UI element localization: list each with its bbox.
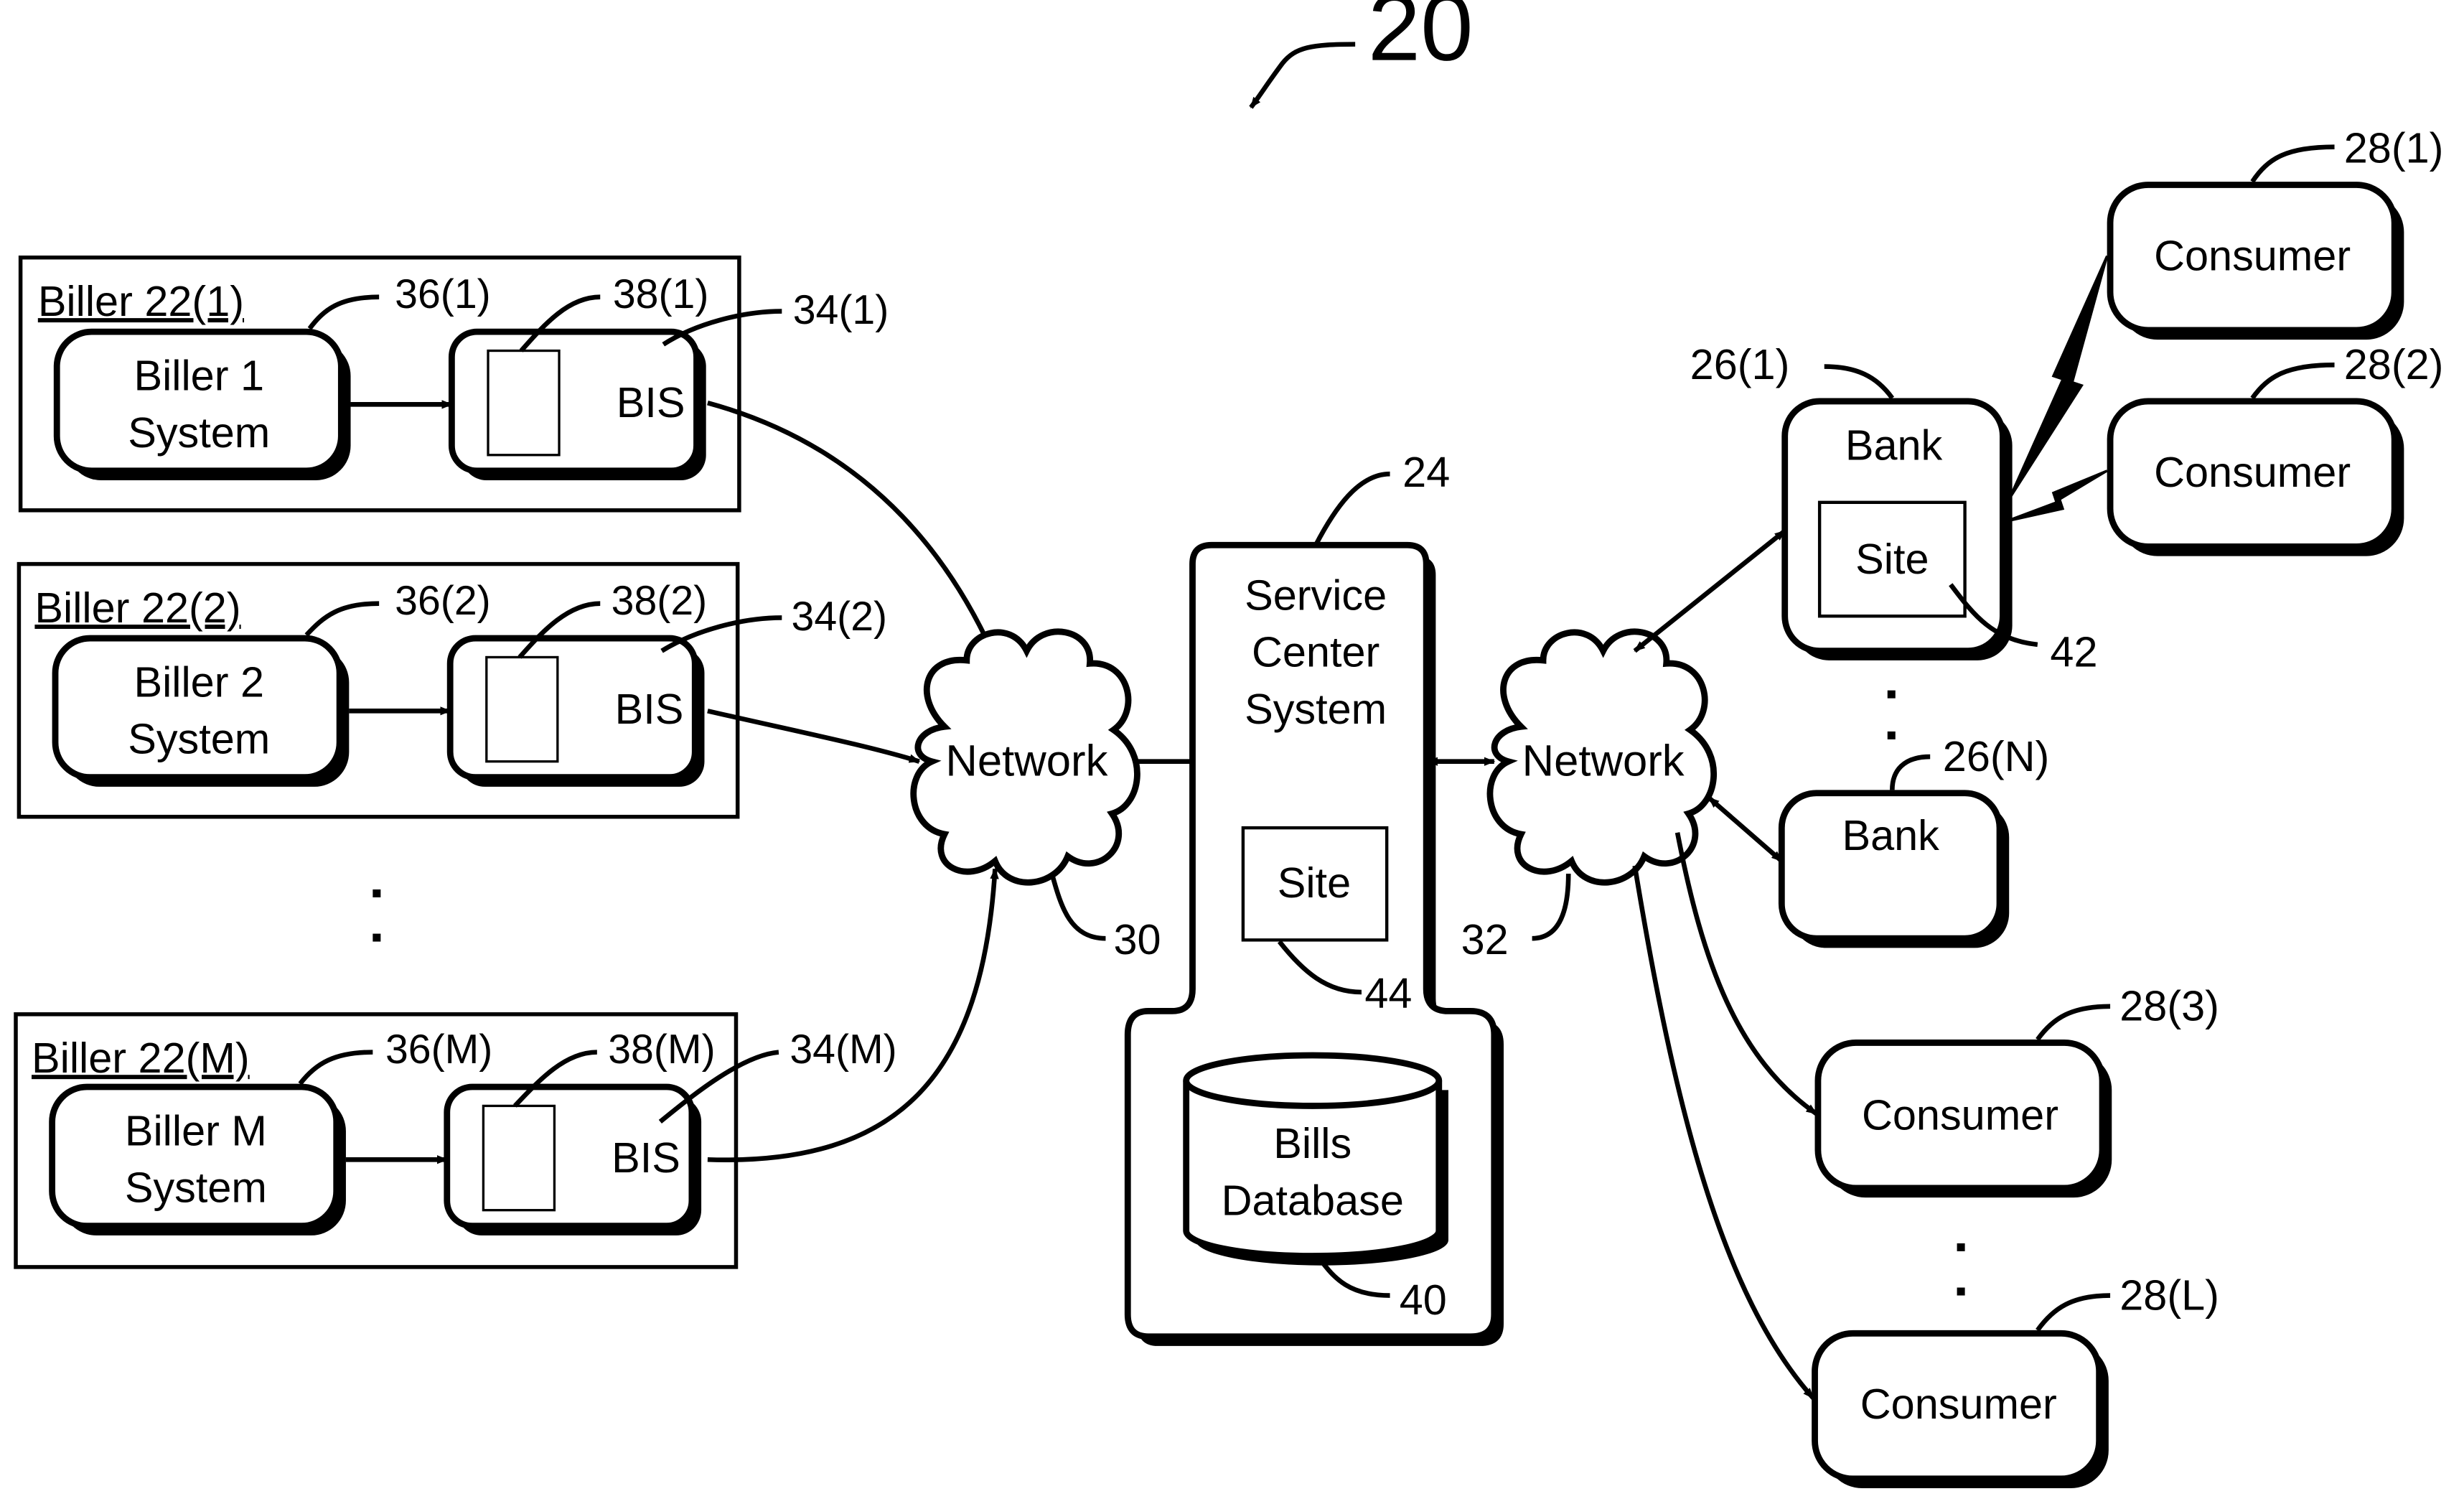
consumer-l: Consumer 28(L)	[1812, 1271, 2219, 1488]
bis-to-network-arrows	[707, 400, 999, 1162]
network-cloud-icon	[910, 628, 1140, 886]
bis-label: BIS	[612, 1134, 680, 1182]
biller-system-label-2: System	[128, 408, 270, 457]
ref-36-2: 36(2)	[395, 578, 491, 624]
wireless-link-icon	[2005, 255, 2109, 523]
consumer-l-ref: 28(L)	[2119, 1271, 2219, 1319]
bills-database-ref: 40	[1400, 1276, 1447, 1324]
bank-ellipsis	[1887, 690, 1896, 739]
biller-group-2: Biller 22(2) Biller 2 System BIS 36(2) 3…	[17, 561, 888, 819]
consumer-label: Consumer	[1862, 1090, 2058, 1139]
biller-system-label-1: Biller 1	[133, 352, 264, 400]
service-center-system: Service Center System 24 Site 44 Bills D…	[1124, 448, 1504, 1346]
consumer-ellipsis	[1957, 1243, 1965, 1296]
bis-component-box	[487, 349, 561, 457]
service-center-label-3: System	[1245, 685, 1387, 733]
biller-system-box	[53, 328, 345, 475]
ref-34-m: 34(M)	[790, 1027, 896, 1073]
consumer-box	[1812, 1330, 2103, 1482]
ref-36-m: 36(M)	[385, 1027, 492, 1073]
biller-system-label-2: System	[128, 715, 270, 763]
network-right-connections	[1632, 528, 1818, 1400]
service-site-box	[1241, 826, 1389, 942]
bank-n-ref: 26(N)	[1943, 732, 2050, 780]
biller-system-box	[49, 1083, 340, 1230]
network-left: Network 30	[910, 628, 1161, 963]
bis-component-box	[482, 1104, 556, 1212]
consumer-box	[2107, 182, 2398, 334]
biller-group-m: Biller 22(M) Biller M System BIS 36(M) 3…	[14, 1012, 897, 1269]
bank-1: Bank Site 26(1) 42	[1690, 340, 2098, 676]
bank-label: Bank	[1842, 811, 1939, 859]
consumer-box	[2107, 398, 2398, 550]
service-center-label-1: Service	[1245, 571, 1387, 619]
ref-38-2: 38(2)	[612, 578, 708, 624]
service-center-ref: 24	[1402, 448, 1450, 496]
consumer-label: Consumer	[1860, 1380, 2057, 1428]
bis-component-box	[485, 655, 559, 763]
consumer-1: Consumer 28(1)	[2107, 124, 2444, 340]
figure-ref-label: 20	[1368, 0, 1474, 80]
bank-n: Bank 26(N)	[1778, 732, 2050, 948]
ref-34-1: 34(1)	[793, 287, 889, 333]
service-site-ref: 44	[1364, 969, 1412, 1017]
consumer-3-ref: 28(3)	[2119, 982, 2219, 1030]
biller-group-label: Biller 22(2)	[34, 584, 240, 632]
bills-database-label-1: Bills	[1273, 1119, 1352, 1167]
service-site-label: Site	[1278, 859, 1351, 907]
figure-reference: 20	[1249, 0, 1474, 109]
ref-34-2: 34(2)	[792, 594, 888, 640]
biller-group-1: Biller 22(1) Biller 1 System BIS 36(1) 3…	[18, 255, 889, 513]
ref-36-1: 36(1)	[395, 271, 491, 317]
consumer-1-ref: 28(1)	[2344, 124, 2444, 172]
bis-label: BIS	[617, 378, 685, 426]
biller-group-label: Biller 22(1)	[38, 277, 244, 325]
network-label: Network	[945, 737, 1107, 786]
network-cloud-icon	[1486, 628, 1717, 886]
network-right: Network 32	[1461, 628, 1717, 963]
consumer-3: Consumer 28(3)	[1814, 982, 2219, 1198]
ref-38-m: 38(M)	[608, 1027, 715, 1073]
biller-system-box	[52, 635, 343, 781]
consumer-label: Consumer	[2154, 231, 2351, 279]
bank-site-ref: 42	[2050, 628, 2097, 676]
bank-label: Bank	[1845, 421, 1943, 469]
consumer-2-ref: 28(2)	[2344, 340, 2444, 388]
bills-database-icon	[1183, 1052, 1448, 1266]
bank-site-label: Site	[1855, 535, 1929, 583]
network-right-ref: 32	[1461, 915, 1509, 963]
bank-box	[1778, 790, 2003, 942]
consumer-box	[1814, 1040, 2106, 1192]
bank-1-ref: 26(1)	[1690, 340, 1790, 388]
biller-system-label-1: Biller 2	[133, 658, 264, 706]
ref-38-1: 38(1)	[613, 271, 709, 317]
service-center-label-2: Center	[1252, 628, 1379, 676]
biller-ellipsis	[373, 889, 381, 942]
biller-group-label: Biller 22(M)	[32, 1034, 250, 1082]
consumer-2: Consumer 28(2)	[2107, 340, 2444, 556]
bank-site-box	[1817, 500, 1967, 618]
bis-label: BIS	[615, 685, 684, 733]
consumer-label: Consumer	[2154, 448, 2351, 496]
network-label: Network	[1522, 737, 1685, 786]
network-left-ref: 30	[1113, 915, 1161, 963]
bills-database-label-2: Database	[1222, 1176, 1404, 1224]
biller-system-label-1: Biller M	[125, 1106, 267, 1154]
biller-system-label-2: System	[125, 1164, 267, 1212]
